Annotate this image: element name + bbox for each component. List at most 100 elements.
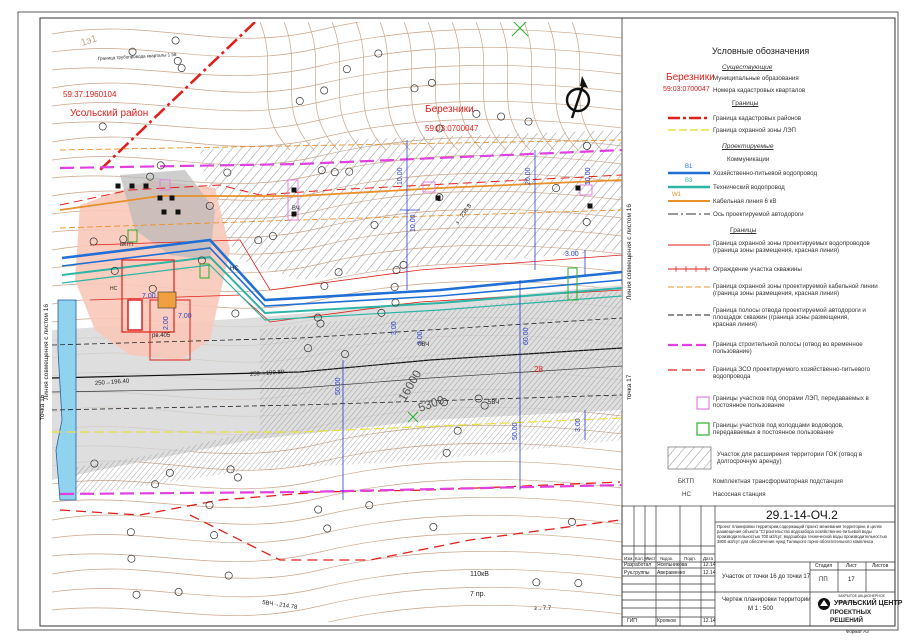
- cable-zone-orange: [59, 139, 622, 151]
- dim-label-7: 3.00: [417, 331, 424, 345]
- title-block-grid: [621, 505, 896, 627]
- tree-symbol: [345, 167, 354, 176]
- dim-label-2: 10.00: [410, 214, 417, 232]
- small-label-10: з→7.7: [534, 606, 552, 612]
- gip-role: ГИП: [627, 618, 637, 624]
- map-ns: НС: [110, 286, 118, 292]
- tree-symbol: [177, 64, 186, 72]
- tree-symbol: [442, 448, 451, 457]
- kad-left-label: 59:37:1960104: [63, 90, 117, 99]
- sheets-header: Листов: [872, 563, 889, 569]
- drawing-title: Чертеж планировки территории: [722, 597, 811, 603]
- lep-pole: [115, 183, 121, 189]
- small-label-5: 5ВЧ: [488, 400, 499, 406]
- dim-label-1: 10.00: [397, 167, 404, 185]
- dim-label-12: 50.00: [512, 422, 519, 440]
- company-top: ЗАКРЫТОЕ АКЦИОНЕРНОЕ ОБЩЕСТВО: [838, 594, 885, 604]
- legend-ns-abbr: НС: [682, 491, 691, 498]
- lep-plot-pink: [159, 179, 171, 191]
- tree-symbol: [210, 531, 219, 540]
- drawing-code: 29.1-14-ОЧ.2: [766, 508, 838, 522]
- small-label-7: НС: [230, 266, 239, 272]
- lep-pole: [175, 209, 181, 215]
- legend-lep-border: Граница охранной зоны ЛЭП: [713, 127, 797, 134]
- dim-label-11: 50.00: [335, 377, 342, 395]
- tree-symbol: [197, 256, 206, 265]
- legend-b1-tag: В1: [685, 164, 693, 170]
- left-match-label: Линия совмещения с листом 16: [43, 304, 50, 400]
- dim-label-9: 7.00: [178, 313, 192, 320]
- tree-symbol: [231, 309, 240, 318]
- tree-symbol: [126, 528, 135, 537]
- company-line-2: ПРОЕКТНЫХ РЕШЕНИЙ: [830, 609, 872, 624]
- tree-symbol: [472, 109, 481, 118]
- tree-symbol: [427, 78, 436, 87]
- dim-label-13: 60.00: [523, 327, 530, 345]
- tree-symbol: [89, 237, 98, 246]
- water-zone-red-2: [89, 289, 622, 323]
- dim-label-14: 10.00: [585, 167, 592, 185]
- top-scribble: 1э1: [80, 33, 99, 49]
- lep-pole: [161, 209, 167, 215]
- tree-symbol: [323, 524, 332, 533]
- tree-symbol: [399, 261, 408, 269]
- well-zone-gray: [120, 170, 215, 260]
- contour-line: [427, 22, 459, 151]
- lep-plot-pink-3: [422, 181, 436, 193]
- legend-muni-label: Муниципальные образования: [713, 75, 799, 82]
- lep-plot-pink-2: [287, 179, 299, 221]
- well-plot-green: [127, 229, 138, 243]
- tree-symbol: [295, 97, 304, 106]
- tree-symbol: [90, 459, 99, 468]
- pipe-b1-blue-2: [61, 247, 622, 307]
- legend-title: Условные обозначения: [712, 46, 810, 56]
- pump-station: [55, 299, 77, 501]
- row1-date: 12.14: [703, 562, 716, 568]
- construction-strip-bottom: [59, 483, 622, 496]
- pipe-label: Граница трубопровода кварталы 1 58: [98, 52, 177, 61]
- small-label-1: 250→196.40: [95, 379, 130, 387]
- lep-pole: [587, 203, 593, 209]
- tree-symbol: [151, 480, 160, 489]
- tree-symbol: [334, 268, 343, 277]
- contour-line: [52, 28, 622, 58]
- dim-label-8: 7.00: [142, 293, 156, 300]
- tree-symbol: [341, 350, 349, 358]
- contour-line: [307, 22, 339, 151]
- tree-symbol: [582, 218, 591, 226]
- tree-symbol: [174, 587, 183, 596]
- col-koluch: Кол.уч.: [635, 556, 650, 561]
- tree-symbol: [314, 505, 323, 514]
- tree-symbol: [205, 201, 214, 210]
- road-strip-black-dash: [52, 317, 622, 346]
- contour-line: [52, 532, 622, 562]
- tree-symbol: [365, 501, 374, 510]
- row1-name: Ясельникова: [657, 562, 688, 568]
- legend-w1-tag: W1: [672, 192, 681, 198]
- tree-symbol: [254, 236, 263, 245]
- construction-strip-top: [59, 148, 622, 170]
- dim-label-3: 20.00: [525, 167, 532, 185]
- kad-right-label: 59:03:0700047: [425, 124, 479, 133]
- tree-symbol: [390, 283, 399, 291]
- pipe-b1-blue: [61, 238, 622, 302]
- pipe-b3-teal: [61, 255, 622, 315]
- zso-border-bottom: [189, 514, 621, 561]
- dim-label-10: 2.00: [163, 316, 170, 330]
- tree-symbol: [148, 284, 157, 293]
- section-label: Участок от точки 16 до точки 17: [722, 574, 811, 580]
- format-label: Формат А3: [846, 629, 869, 634]
- tree-symbol: [127, 554, 136, 563]
- tree-symbol: [317, 166, 326, 175]
- tree-symbol: [568, 517, 576, 526]
- contour-line: [327, 604, 622, 622]
- stage-header: Стадия: [815, 563, 833, 569]
- lep-pole: [129, 183, 135, 189]
- tree-symbol: [391, 298, 400, 307]
- tree-symbol: [392, 266, 401, 275]
- small-label-2: 259→199.89: [250, 370, 285, 378]
- legend-b3-label: Технический водопровод: [713, 184, 785, 191]
- small-label-6: 0ВЧ: [418, 342, 429, 348]
- vegetation-circles: [89, 36, 591, 599]
